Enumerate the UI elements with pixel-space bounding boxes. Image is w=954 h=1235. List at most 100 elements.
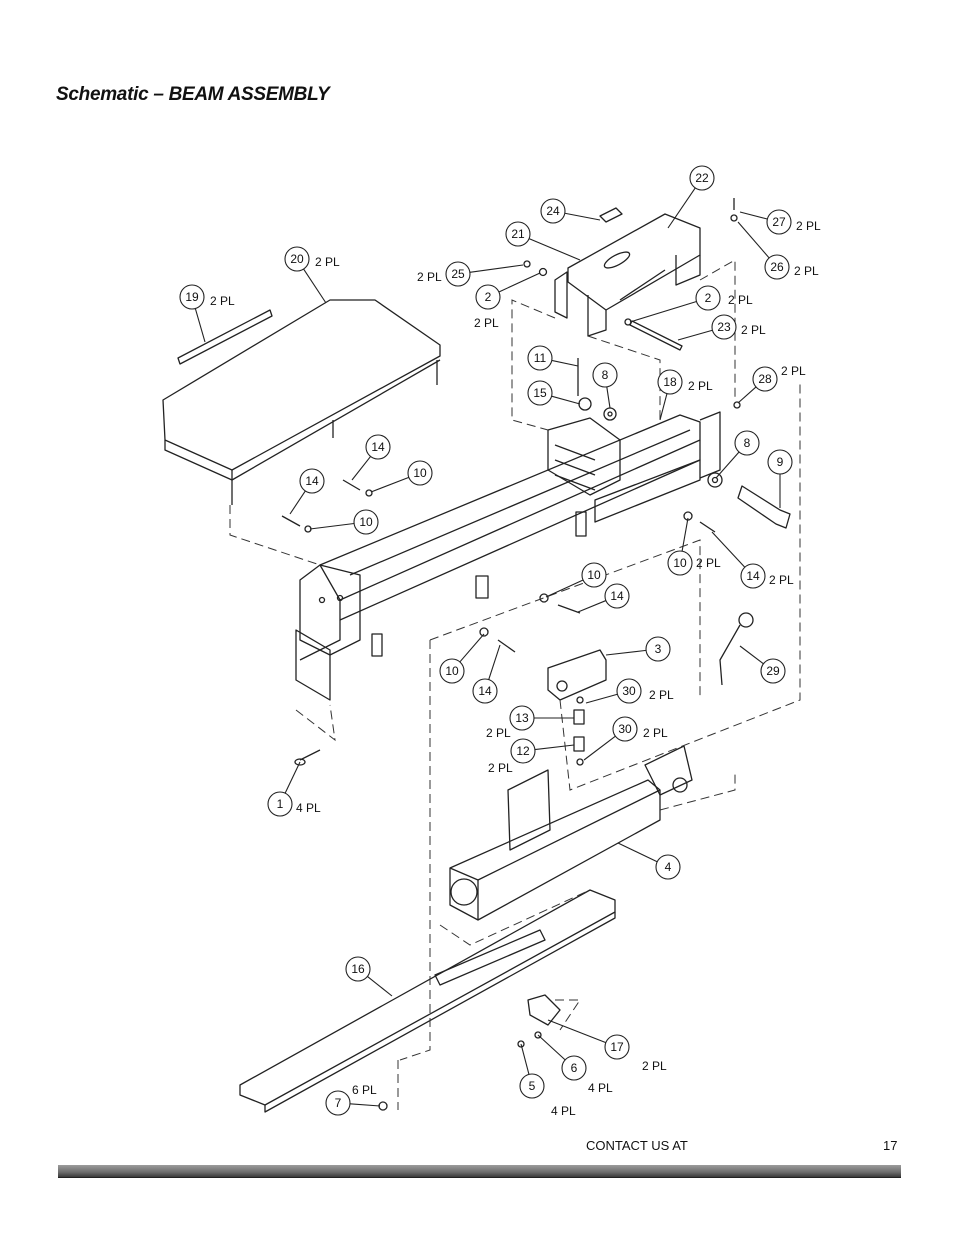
balloon-14: 14 [604,583,630,609]
balloon-number: 29 [766,664,780,678]
balloon-3: 3 [645,636,671,662]
balloon-number: 10 [587,568,601,582]
balloon-circle [527,345,553,371]
balloon-number: 15 [533,386,547,400]
balloon-number: 8 [744,436,751,450]
assembly-centerlines [229,259,801,1110]
balloon-circle [760,658,786,684]
balloon-number: 19 [185,290,199,304]
balloon-circle [657,369,683,395]
balloon-number: 8 [602,368,609,382]
balloon-leader-14 [577,600,607,613]
balloon-17: 172 PL [604,1034,667,1073]
balloon-leader-14 [711,531,746,568]
balloon-leader-30 [585,693,618,704]
balloon-number: 23 [717,320,731,334]
balloon-8: 8 [734,430,760,456]
balloon-circle [711,314,737,340]
balloon-21: 21 [505,221,531,247]
balloon-number: 26 [770,260,784,274]
balloon-number: 12 [516,744,530,758]
balloon-leader-7 [349,1103,381,1107]
balloon-leader-24 [564,212,601,221]
balloon-circle [604,583,630,609]
balloon-number: 11 [534,351,547,365]
balloon-leader-3 [605,649,647,656]
balloon-10: 10 [407,460,433,486]
balloon-number: 14 [610,589,624,603]
balloon-22: 22 [689,165,715,191]
page-number: 17 [883,1138,898,1153]
balloon-circle [299,468,325,494]
balloon-28: 282 PL [752,364,806,392]
balloon-number: 10 [413,466,427,480]
balloon-quantity-note: 2 PL [796,219,821,233]
balloon-circle [509,705,535,731]
balloon-leader-4 [617,842,658,863]
balloon-number: 25 [451,267,465,281]
balloon-leader-10 [545,579,584,598]
balloon-6: 6 4 PL [561,1055,613,1095]
balloon-leader-12 [534,744,575,751]
balloon-leader-8 [715,451,740,479]
balloon-circle [179,284,205,310]
balloon-circle [612,716,638,742]
balloon-4: 4 [655,854,681,880]
balloon-number: 5 [529,1079,536,1093]
balloon-number: 17 [610,1040,624,1054]
balloon-leader-23 [677,329,713,341]
balloon-circle [510,738,536,764]
balloon-circle [472,678,498,704]
balloon-quantity-note: 2 PL [649,688,674,702]
balloon-29: 29 [760,658,786,684]
balloon-16: 16 [345,956,371,982]
balloon-leader-11 [551,359,579,367]
balloon-circle [540,198,566,224]
balloon-number: 24 [546,204,560,218]
balloon-circle [267,791,293,817]
balloon-leader-20 [303,268,327,304]
balloon-quantity-note: 2 PL [488,761,513,775]
balloon-leader-10 [370,476,410,493]
balloon-leader-8 [606,386,611,409]
balloon-leader-14 [289,490,306,515]
balloon-leader-19 [194,308,206,343]
balloon-quantity-note: 2 PL [728,293,753,307]
balloon-leader-15 [551,395,581,405]
balloon-number: 18 [663,375,677,389]
balloon-2: 2 2 PL [695,285,753,311]
balloon-circle [689,165,715,191]
balloon-11: 11 [527,345,553,371]
balloon-number: 20 [290,252,304,266]
balloon-circle [505,221,531,247]
balloon-number: 4 [665,860,672,874]
balloon-number: 1 [277,797,284,811]
balloon-14: 14 [299,468,325,494]
balloon-leader-22 [667,187,696,229]
balloon-number: 2 [705,291,712,305]
balloon-leader-27 [739,211,768,220]
balloon-leader-30 [583,735,616,761]
balloon-quantity-note: 4 PL [588,1081,613,1095]
balloon-number: 14 [371,440,385,454]
balloon-quantity-note: 2 PL [769,573,794,587]
balloon-leader-29 [739,645,764,665]
balloon-quantity-note: 2 PL [486,726,511,740]
balloon-quantity-note: 2 PL [688,379,713,393]
balloon-number: 6 [571,1061,578,1075]
balloon-number: 14 [478,684,492,698]
balloon-9: 9 [767,449,793,475]
balloon-circle [445,261,471,287]
balloon-number: 30 [618,722,632,736]
balloon-leader-2 [498,272,541,293]
balloon-quantity-note: 2 PL [474,316,499,330]
balloon-circle [752,366,778,392]
contact-text: CONTACT US AT [586,1138,688,1153]
